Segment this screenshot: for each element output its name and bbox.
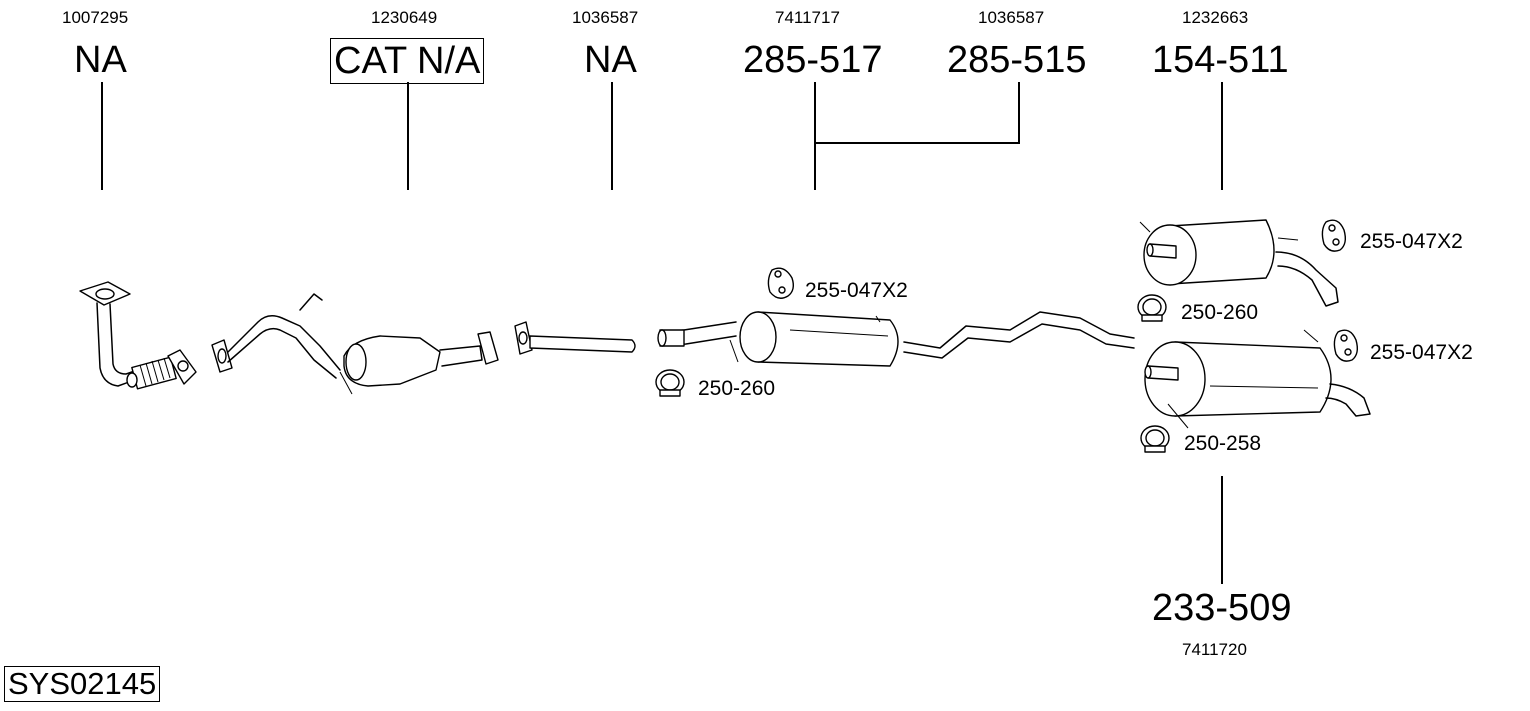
clamp-label-lower-rear[interactable]: 250-258 bbox=[1184, 432, 1262, 455]
part-number-downpipe[interactable]: NA bbox=[74, 39, 127, 81]
clamp-icon-mid bbox=[655, 369, 685, 397]
hanger-icon-mid bbox=[767, 267, 795, 299]
rear-silencer-lower-part[interactable] bbox=[1144, 329, 1371, 429]
middle-silencer-part[interactable] bbox=[657, 311, 1135, 367]
hanger-icon-upper-rear bbox=[1321, 219, 1347, 252]
catalyst-part[interactable] bbox=[211, 293, 499, 395]
hanger-label-mid[interactable]: 255-047X2 bbox=[805, 279, 908, 302]
clamp-label-upper-rear[interactable]: 250-260 bbox=[1181, 301, 1259, 324]
rear-silencer-lower-body bbox=[1174, 341, 1332, 417]
middle-silencer-body bbox=[757, 311, 899, 367]
front-pipe-part[interactable] bbox=[514, 321, 636, 355]
part-number-middle-silencer-alt[interactable]: 285-515 bbox=[947, 39, 1087, 81]
oe-number-middle-silencer: 7411717 bbox=[775, 8, 840, 27]
leader-middle-silencer-alt bbox=[815, 82, 1020, 144]
oe-number-downpipe: 1007295 bbox=[62, 8, 129, 27]
hanger-label-upper-rear[interactable]: 255-047X2 bbox=[1360, 230, 1463, 253]
hanger-label-lower-rear[interactable]: 255-047X2 bbox=[1370, 341, 1473, 364]
part-number-rear-silencer[interactable]: 154-511 bbox=[1152, 39, 1289, 81]
flex-pipe bbox=[131, 356, 177, 390]
downpipe-part[interactable] bbox=[79, 281, 197, 390]
part-number-catalyst[interactable]: CAT N/A bbox=[330, 38, 485, 84]
leader-lines bbox=[101, 82, 1223, 584]
hanger-icon-lower-rear bbox=[1333, 329, 1359, 362]
oe-number-front-pipe: 1036587 bbox=[572, 8, 639, 27]
clamp-icon-upper-rear bbox=[1137, 294, 1167, 322]
clamp-icon-lower-rear bbox=[1140, 425, 1170, 453]
rear-silencer-upper-part[interactable] bbox=[1139, 219, 1339, 307]
catalyst-outlet-flange bbox=[477, 331, 499, 365]
system-code: SYS02145 bbox=[4, 666, 161, 702]
front-pipe-tube bbox=[529, 335, 636, 353]
part-number-rear-silencer-alt[interactable]: 233-509 bbox=[1152, 587, 1292, 629]
oe-number-catalyst: 1230649 bbox=[371, 8, 438, 27]
clamp-label-mid[interactable]: 250-260 bbox=[698, 377, 776, 400]
oe-number-rear-silencer: 1232663 bbox=[1182, 8, 1249, 27]
part-number-front-pipe[interactable]: NA bbox=[584, 39, 637, 81]
oe-number-rear-silencer-alt: 7411720 bbox=[1182, 640, 1247, 659]
part-number-middle-silencer[interactable]: 285-517 bbox=[743, 39, 883, 81]
oe-number-middle-silencer-alt: 1036587 bbox=[978, 8, 1045, 27]
rear-silencer-upper-body bbox=[1169, 219, 1275, 285]
